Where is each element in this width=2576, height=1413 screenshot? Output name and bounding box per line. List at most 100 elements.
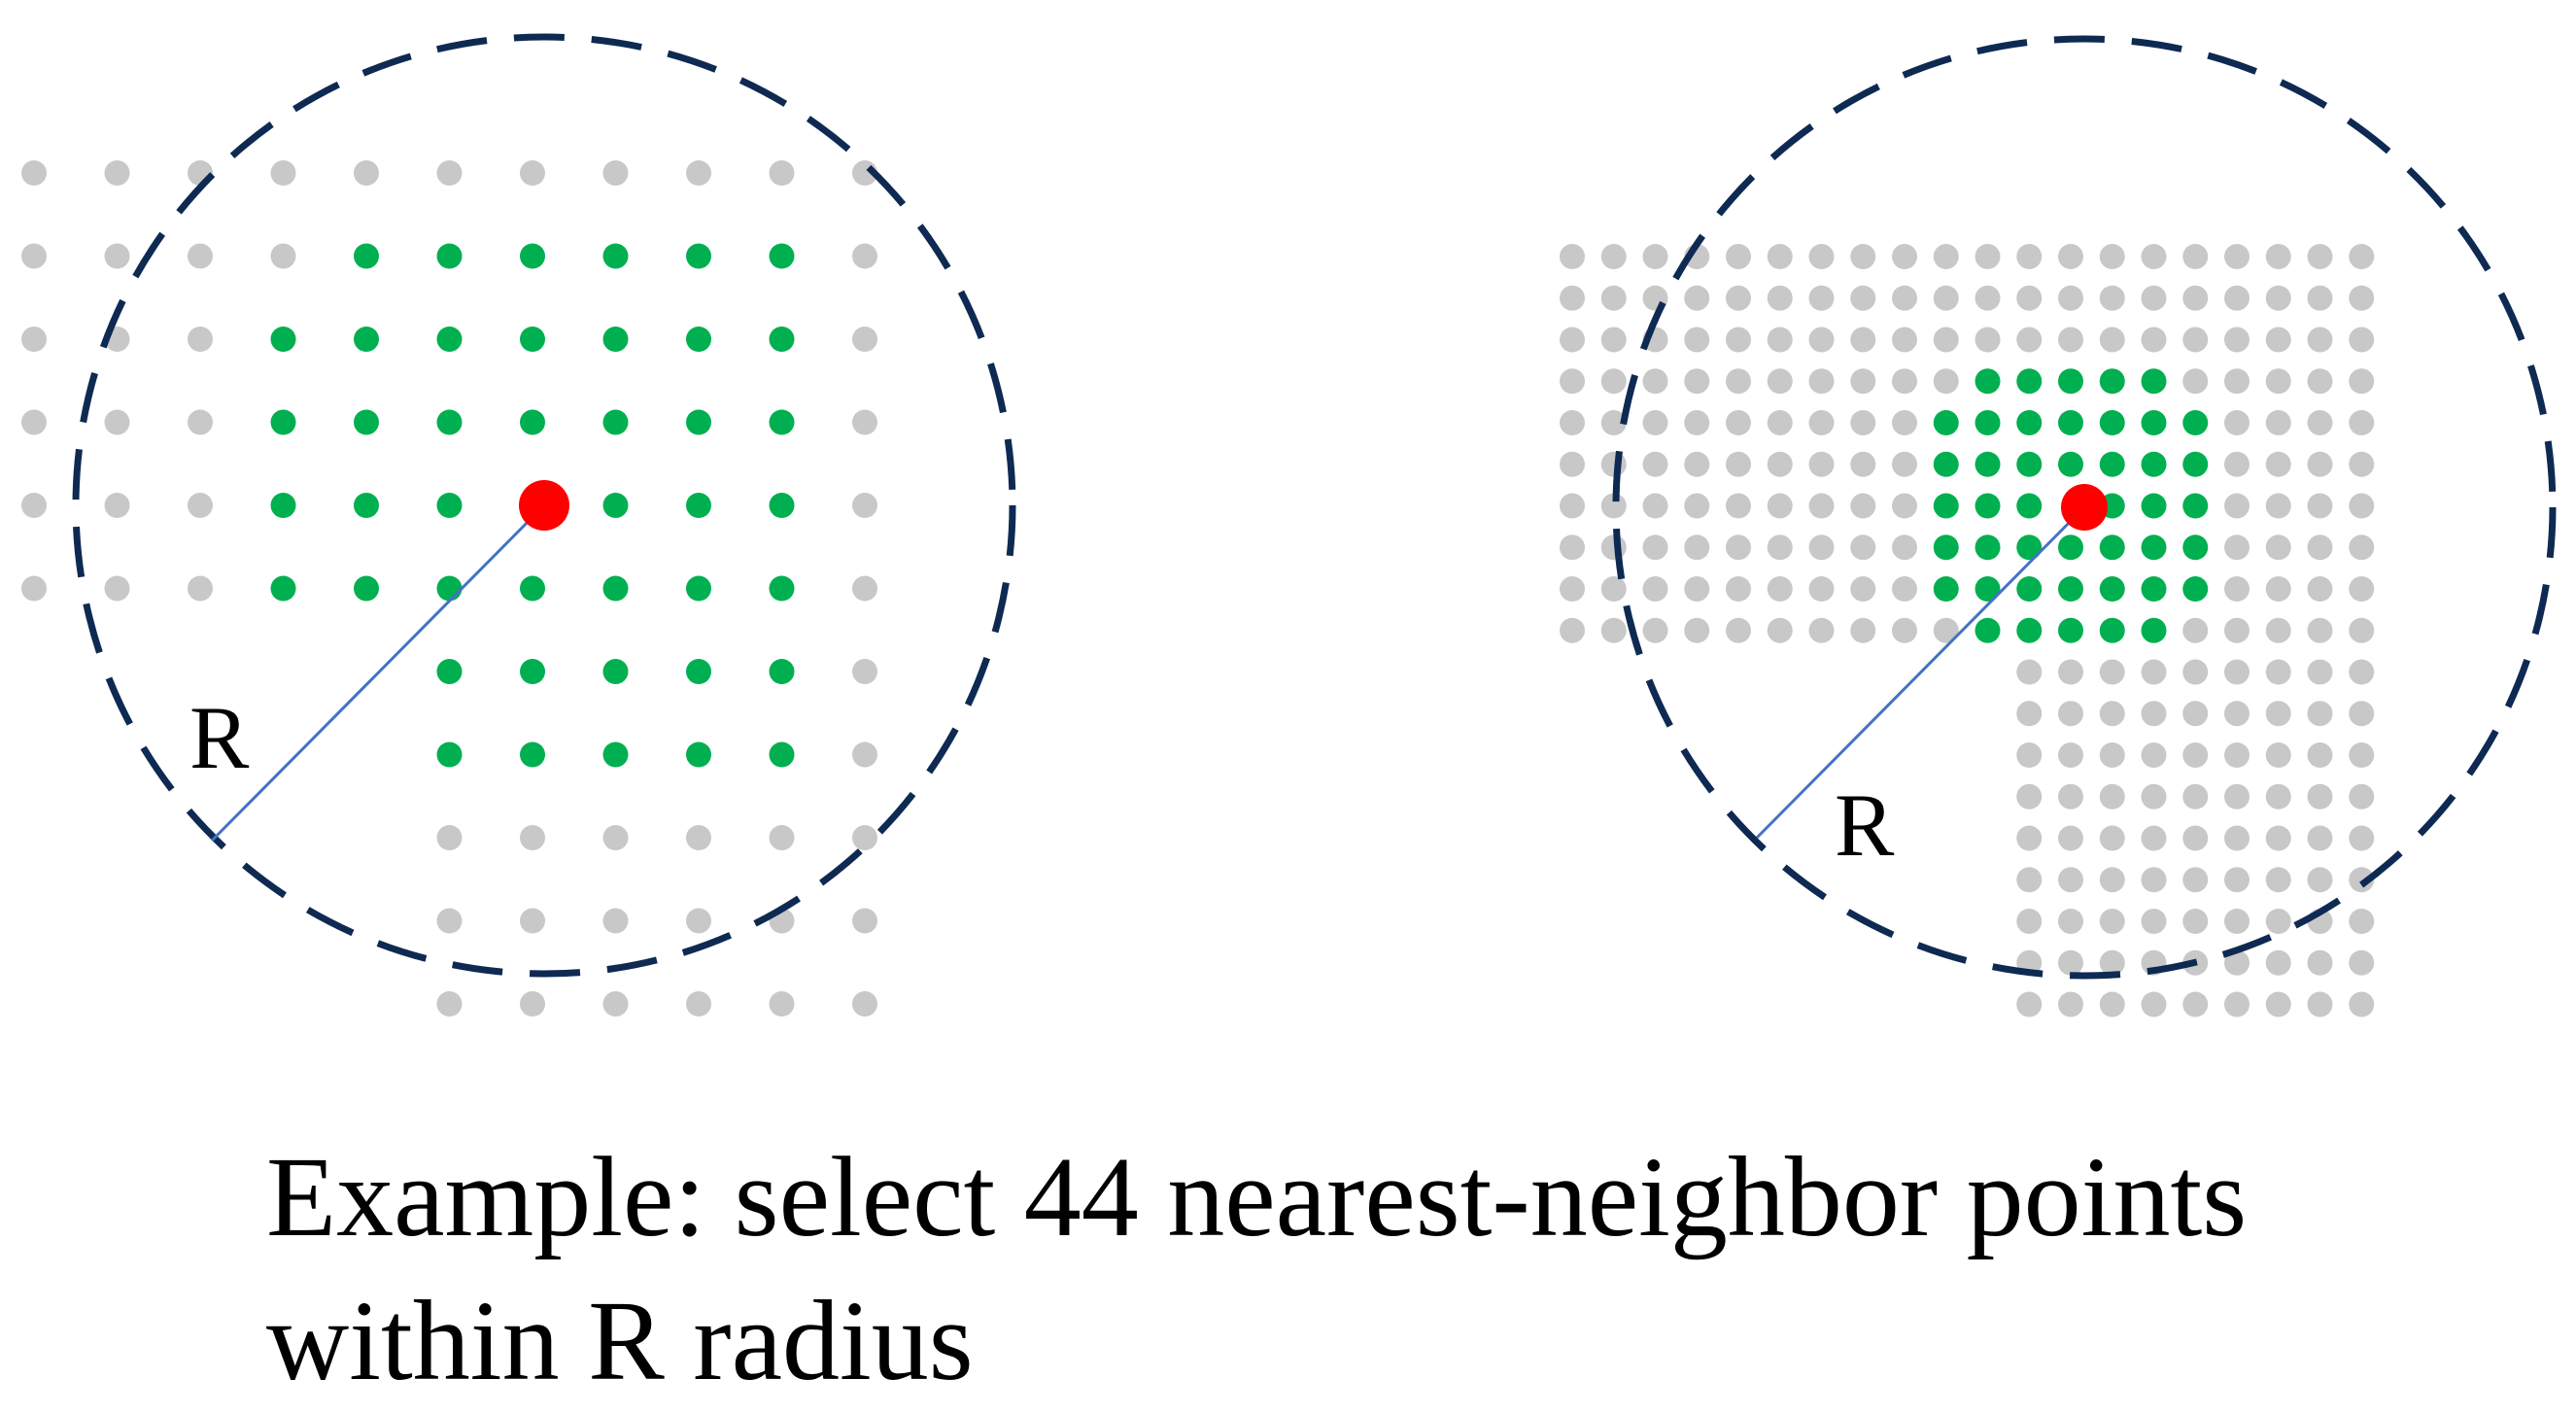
grid-point — [2099, 783, 2125, 810]
grid-point — [2349, 783, 2375, 810]
selected-point — [769, 243, 795, 269]
grid-point — [2307, 285, 2333, 311]
grid-point — [21, 493, 47, 518]
grid-point — [1892, 451, 1917, 477]
selected-point — [602, 575, 629, 602]
selected-point — [354, 575, 379, 602]
grid-point — [2099, 285, 2125, 311]
grid-point — [2224, 909, 2250, 934]
grid-point — [2182, 783, 2209, 810]
selected-point — [436, 327, 463, 352]
selected-point — [1975, 576, 2001, 602]
grid-point — [2182, 327, 2209, 353]
grid-point — [2099, 659, 2125, 685]
grid-point — [1726, 410, 1751, 435]
grid-point — [1726, 451, 1751, 477]
grid-point — [2307, 783, 2333, 810]
grid-point — [1892, 493, 1917, 519]
grid-point — [1808, 410, 1835, 435]
grid-point — [852, 243, 877, 269]
grid-point — [1767, 327, 1793, 353]
grid-point — [2265, 576, 2291, 602]
grid-point — [1808, 493, 1835, 519]
grid-point — [2016, 783, 2043, 810]
grid-point — [2349, 659, 2375, 685]
selected-point — [270, 575, 296, 602]
right-panel-dense-grid: R — [1560, 35, 2557, 1017]
grid-point — [2141, 825, 2167, 851]
selected-point — [2058, 617, 2083, 643]
grid-point — [21, 160, 47, 186]
grid-point — [1933, 244, 1959, 269]
selected-point — [270, 493, 296, 518]
grid-point — [2224, 949, 2250, 976]
selected-point — [520, 741, 545, 768]
grid-point — [2141, 991, 2167, 1017]
grid-point — [2182, 368, 2209, 395]
grid-point — [1767, 493, 1793, 519]
grid-point — [2224, 285, 2250, 311]
grid-point — [2016, 285, 2043, 311]
selected-point — [2099, 368, 2125, 395]
grid-point — [21, 575, 47, 602]
grid-point — [436, 908, 463, 934]
grid-point — [104, 493, 130, 518]
grid-point — [2265, 867, 2291, 893]
selected-point — [2016, 410, 2043, 435]
grid-point — [2349, 534, 2375, 561]
selected-point — [2058, 451, 2083, 477]
selected-point — [686, 327, 711, 352]
grid-point — [1892, 244, 1917, 269]
selected-point — [686, 243, 711, 269]
grid-point — [2349, 410, 2375, 435]
grid-point — [2016, 327, 2043, 353]
grid-point — [2099, 742, 2125, 768]
selected-point — [769, 659, 795, 684]
grid-point — [852, 991, 877, 1017]
grid-point — [852, 327, 877, 352]
grid-point — [602, 908, 629, 934]
grid-point — [852, 659, 877, 684]
grid-point — [686, 160, 711, 186]
selected-point — [270, 409, 296, 435]
grid-point — [2058, 991, 2083, 1017]
grid-point — [188, 409, 213, 435]
grid-point — [2099, 327, 2125, 353]
selected-point — [354, 409, 379, 435]
grid-point — [1684, 493, 1710, 519]
grid-point — [2349, 244, 2375, 269]
grid-point — [436, 160, 463, 186]
selected-point — [436, 409, 463, 435]
grid-point — [2182, 617, 2209, 643]
grid-point — [2307, 991, 2333, 1017]
grid-point — [2224, 825, 2250, 851]
grid-point — [1850, 617, 1876, 643]
grid-point — [436, 991, 463, 1017]
grid-point — [270, 160, 296, 186]
grid-point — [1684, 576, 1710, 602]
grid-point — [1850, 576, 1876, 602]
grid-point — [21, 327, 47, 352]
grid-point — [1767, 244, 1793, 269]
grid-point — [188, 243, 213, 269]
grid-point — [2224, 659, 2250, 685]
grid-point — [1767, 576, 1793, 602]
grid-point — [686, 991, 711, 1017]
grid-point — [2182, 701, 2209, 727]
grid-point — [520, 825, 545, 850]
grid-point — [2265, 368, 2291, 395]
grid-point — [2349, 493, 2375, 519]
selected-point — [1975, 410, 2001, 435]
selected-point — [769, 409, 795, 435]
grid-point — [2058, 867, 2083, 893]
selected-point — [1933, 410, 1959, 435]
selected-point — [769, 575, 795, 602]
grid-point — [1642, 617, 1668, 643]
selected-point — [2016, 617, 2043, 643]
grid-point — [1560, 368, 1585, 395]
grid-point — [2016, 867, 2043, 893]
grid-point — [1560, 410, 1585, 435]
caption-line-2: within R radius — [266, 1277, 974, 1404]
grid-point — [2182, 659, 2209, 685]
selected-point — [686, 493, 711, 518]
